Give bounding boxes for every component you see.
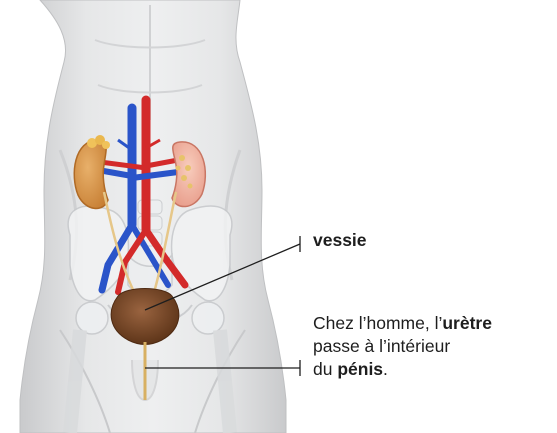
note-line1-prefix: Chez l’homme, l’ bbox=[313, 313, 442, 333]
note-line3-suffix: . bbox=[383, 359, 388, 379]
penis-term: pénis bbox=[337, 359, 383, 379]
urethra-note-line-2: passe à l’intérieur bbox=[313, 335, 450, 358]
vessie-label: vessie bbox=[313, 229, 367, 252]
urethra-term: urètre bbox=[442, 313, 492, 333]
note-line3-prefix: du bbox=[313, 359, 337, 379]
urethra-note-line-3: du pénis. bbox=[313, 358, 388, 381]
right-kidney bbox=[172, 142, 205, 207]
left-kidney bbox=[74, 140, 108, 208]
urethra-note-line-1: Chez l’homme, l’urètre bbox=[313, 312, 492, 335]
